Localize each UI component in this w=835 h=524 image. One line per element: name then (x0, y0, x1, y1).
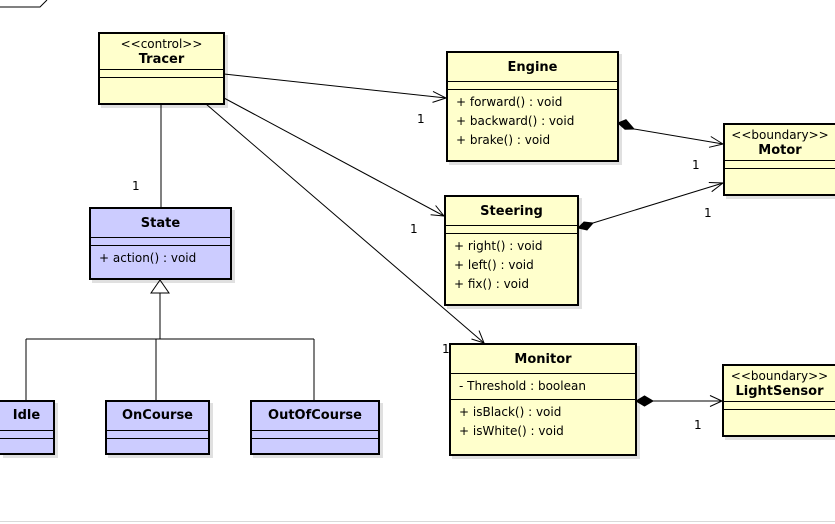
monitor-name: Monitor (514, 352, 572, 367)
state-op: + action() : void (99, 251, 197, 265)
idle-attributes (0, 430, 53, 438)
idle-header: Idle (0, 402, 53, 430)
engine-attributes (448, 81, 617, 89)
engine-name: Engine (507, 60, 558, 75)
lightsensor-stereotype: <<boundary>> (730, 369, 829, 383)
class-steering[interactable]: Steering + right() : void + left() : voi… (444, 195, 579, 306)
state-attributes (91, 237, 230, 245)
oncourse-name: OnCourse (122, 408, 193, 423)
class-oncourse[interactable]: OnCourse (105, 400, 210, 455)
monitor-attributes: - Threshold : boolean (451, 373, 635, 399)
class-state[interactable]: State + action() : void (89, 207, 232, 280)
outofcourse-attributes (252, 430, 378, 438)
tracer-attributes (100, 69, 223, 77)
generalization-triangle (150, 279, 170, 294)
frame-corner (0, 0, 48, 8)
association-tracer-steering[interactable] (223, 97, 445, 217)
oncourse-attributes (107, 430, 208, 438)
state-operations: + action() : void (91, 245, 230, 271)
composition-engine-motor[interactable] (633, 128, 724, 145)
composition-steering-motor[interactable] (592, 182, 724, 224)
idle-name: Idle (12, 408, 41, 423)
steering-op: + fix() : void (454, 277, 529, 291)
tracer-header: <<control>> Tracer (100, 34, 223, 69)
outofcourse-name: OutOfCourse (268, 408, 362, 423)
association-tracer-monitor[interactable] (205, 103, 485, 344)
motor-header: <<boundary>> Motor (725, 125, 835, 160)
outofcourse-header: OutOfCourse (252, 402, 378, 430)
class-idle[interactable]: Idle (0, 400, 55, 455)
steering-header: Steering (446, 197, 577, 225)
multiplicity-tracer-steering: 1 (410, 222, 418, 236)
steering-op: + left() : void (454, 258, 534, 272)
composition-diamond-steering (577, 221, 594, 231)
class-tracer[interactable]: <<control>> Tracer (98, 32, 225, 105)
composition-diamond-monitor (635, 395, 654, 407)
class-motor[interactable]: <<boundary>> Motor (723, 123, 835, 196)
engine-op: + forward() : void (456, 95, 563, 109)
association-tracer-engine[interactable] (223, 73, 447, 99)
multiplicity-tracer-state: 1 (132, 179, 140, 193)
engine-op: + brake() : void (456, 133, 551, 147)
monitor-op: + isBlack() : void (459, 405, 562, 419)
tracer-name: Tracer (138, 52, 185, 67)
monitor-attr: - Threshold : boolean (459, 379, 586, 393)
engine-header: Engine (448, 53, 617, 81)
multiplicity-tracer-engine: 1 (417, 112, 425, 126)
tracer-operations (100, 77, 223, 85)
outofcourse-operations (252, 438, 378, 446)
monitor-operations: + isBlack() : void + isWhite() : void (451, 399, 635, 444)
multiplicity-engine-motor: 1 (692, 158, 700, 172)
oncourse-header: OnCourse (107, 402, 208, 430)
motor-stereotype: <<boundary>> (731, 128, 829, 142)
steering-attributes (446, 225, 577, 233)
multiplicity-monitor-lightsensor: 1 (694, 418, 702, 432)
monitor-header: Monitor (451, 345, 635, 373)
motor-attributes (725, 160, 835, 168)
class-lightsensor[interactable]: <<boundary>> LightSensor (722, 364, 835, 437)
class-engine[interactable]: Engine + forward() : void + backward() :… (446, 51, 619, 162)
steering-operations: + right() : void + left() : void + fix()… (446, 233, 577, 297)
lightsensor-operations (724, 409, 835, 417)
state-header: State (91, 209, 230, 237)
steering-op: + right() : void (454, 239, 543, 253)
lightsensor-header: <<boundary>> LightSensor (724, 366, 835, 401)
state-name: State (140, 216, 181, 231)
steering-name: Steering (480, 204, 543, 219)
oncourse-operations (107, 438, 208, 446)
tracer-stereotype: <<control>> (120, 37, 203, 51)
canvas-bottom-edge (0, 521, 835, 522)
lightsensor-name: LightSensor (735, 384, 824, 399)
multiplicity-steering-motor: 1 (704, 206, 712, 220)
class-outofcourse[interactable]: OutOfCourse (250, 400, 380, 455)
engine-operations: + forward() : void + backward() : void +… (448, 89, 617, 153)
class-monitor[interactable]: Monitor - Threshold : boolean + isBlack(… (449, 343, 637, 456)
motor-name: Motor (758, 143, 802, 158)
engine-op: + backward() : void (456, 114, 575, 128)
multiplicity-tracer-monitor: 1 (442, 342, 450, 356)
idle-operations (0, 438, 53, 446)
composition-diamond-engine (617, 119, 636, 130)
monitor-op: + isWhite() : void (459, 424, 564, 438)
lightsensor-attributes (724, 401, 835, 409)
motor-operations (725, 168, 835, 176)
